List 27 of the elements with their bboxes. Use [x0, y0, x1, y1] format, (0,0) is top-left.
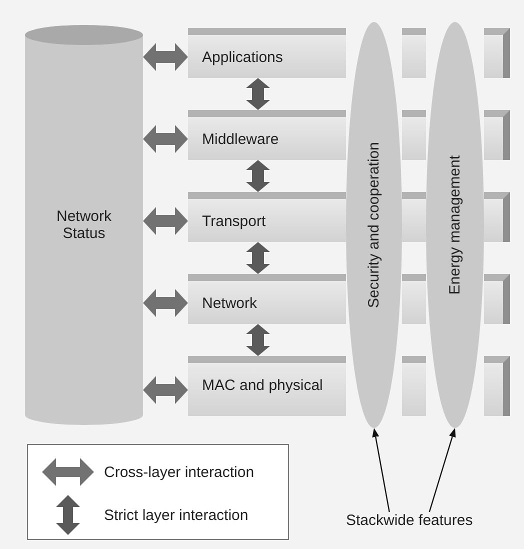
node-label: Transport [202, 213, 266, 230]
double-arrow [143, 289, 188, 317]
arrow [428, 428, 456, 512]
double-arrow [143, 125, 188, 153]
node-label: Applications [202, 49, 283, 66]
layer-slab [188, 356, 346, 416]
layer-slab [188, 110, 346, 160]
double-arrow [246, 160, 270, 192]
legend-label: Strict layer interaction [104, 506, 248, 524]
arrow [372, 428, 390, 512]
double-arrow [246, 242, 270, 274]
double-arrow [246, 78, 270, 110]
legend-label: Cross-layer interaction [104, 464, 254, 480]
layer-slab [188, 28, 346, 78]
node-label: Network Status [55, 208, 112, 242]
double-arrow [143, 376, 188, 404]
layer-slab [188, 274, 346, 324]
feature-caption: Stackwide features [346, 512, 473, 529]
double-arrow [143, 207, 188, 235]
node-label: Network [202, 295, 258, 312]
node-label: Security and cooperation [366, 142, 382, 308]
node-label: Energy management [446, 155, 464, 295]
node-label: MAC and physical [202, 377, 323, 394]
double-arrow [143, 43, 188, 71]
node-label: Middleware [202, 131, 279, 148]
double-arrow [246, 324, 270, 356]
layer-slab [188, 192, 346, 242]
